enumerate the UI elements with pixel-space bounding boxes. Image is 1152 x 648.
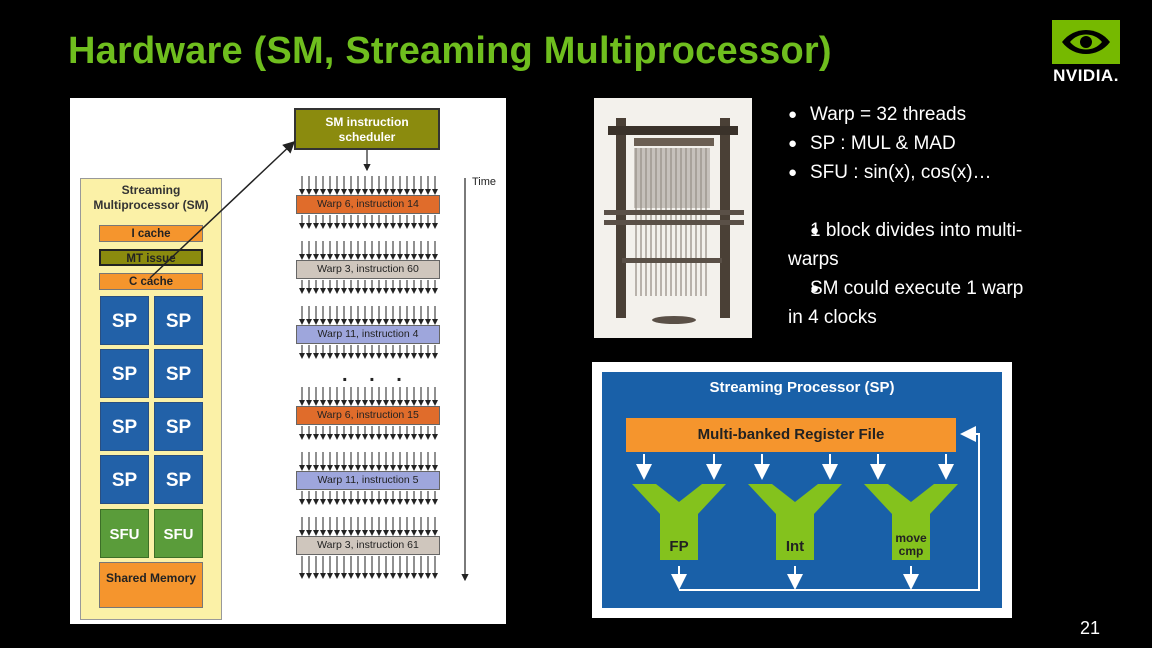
- scheduler-pointer-arrow: [149, 140, 296, 279]
- bullet-item: 1 block divides into multi-warps: [788, 216, 1038, 274]
- slide-title: Hardware (SM, Streaming Multiprocessor): [68, 30, 832, 72]
- int-unit-label: Int: [785, 538, 805, 555]
- fp-unit: [632, 484, 726, 560]
- sp-cell: SP: [154, 455, 203, 504]
- logo-wordmark: NVIDIA.: [1053, 66, 1119, 85]
- warp-bar: Warp 11, instruction 5: [296, 471, 440, 490]
- sp-cell: SP: [100, 455, 149, 504]
- sp-cell: SP: [154, 349, 203, 398]
- bullet-item: SP : MUL & MAD: [788, 129, 1038, 158]
- sp-cell: SP: [154, 402, 203, 451]
- warp-bar: Warp 3, instruction 61: [296, 536, 440, 555]
- bullet-item: SM could execute 1 warp in 4 clocks: [788, 274, 1038, 332]
- sp-cell: SP: [100, 296, 149, 345]
- streaming-multiprocessor-box: Streaming Multiprocessor (SM) I cache MT…: [80, 178, 222, 620]
- sm-title: Streaming Multiprocessor (SM): [93, 183, 209, 212]
- loom-drawing: [604, 118, 744, 324]
- bullet-item: SFU : sin(x), cos(x)…: [788, 158, 1038, 187]
- sp-cell: SP: [100, 349, 149, 398]
- timeline-arrows: [149, 140, 469, 582]
- move-cmp-unit-label: move cmp: [895, 531, 927, 558]
- sm-diagram: Streaming Multiprocessor (SM) I cache MT…: [70, 98, 506, 624]
- warp-bar: Warp 3, instruction 60: [296, 260, 440, 279]
- int-unit: [748, 484, 842, 560]
- icache-bar: I cache: [99, 225, 203, 242]
- fp-unit-label: FP: [669, 538, 689, 555]
- sp-cell: SP: [154, 296, 203, 345]
- sfu-cell: SFU: [154, 509, 203, 558]
- shared-memory-box: Shared Memory: [99, 562, 203, 608]
- sp-title: Streaming Processor (SP): [709, 379, 895, 396]
- time-label: Time: [472, 176, 497, 188]
- sp-diagram: Streaming Processor (SP) Multi-banked Re…: [592, 362, 1012, 618]
- sm-instruction-scheduler: SM instruction scheduler: [294, 108, 440, 150]
- sfu-cell: SFU: [100, 509, 149, 558]
- sp-cell: SP: [100, 402, 149, 451]
- warp-bar: Warp 6, instruction 14: [296, 195, 440, 214]
- move-cmp-unit: [864, 484, 958, 560]
- loom-illustration: [594, 98, 752, 338]
- warp-bar: Warp 6, instruction 15: [296, 406, 440, 425]
- sp-dataflow: [632, 426, 980, 591]
- ccache-bar: C cache: [99, 273, 203, 290]
- page-number: 21: [1080, 618, 1101, 638]
- nvidia-eye-icon: [1052, 20, 1120, 64]
- ellipsis: . . .: [342, 364, 410, 386]
- warp-bar: Warp 11, instruction 4: [296, 325, 440, 344]
- bullet-item: Warp = 32 threads: [788, 100, 1038, 129]
- register-file: Multi-banked Register File: [626, 418, 956, 452]
- nvidia-logo: NVIDIA.: [1040, 20, 1132, 90]
- bullet-list: Warp = 32 threads SP : MUL & MAD SFU : s…: [788, 100, 1038, 332]
- sp-panel: Streaming Processor (SP) Multi-banked Re…: [602, 372, 1002, 608]
